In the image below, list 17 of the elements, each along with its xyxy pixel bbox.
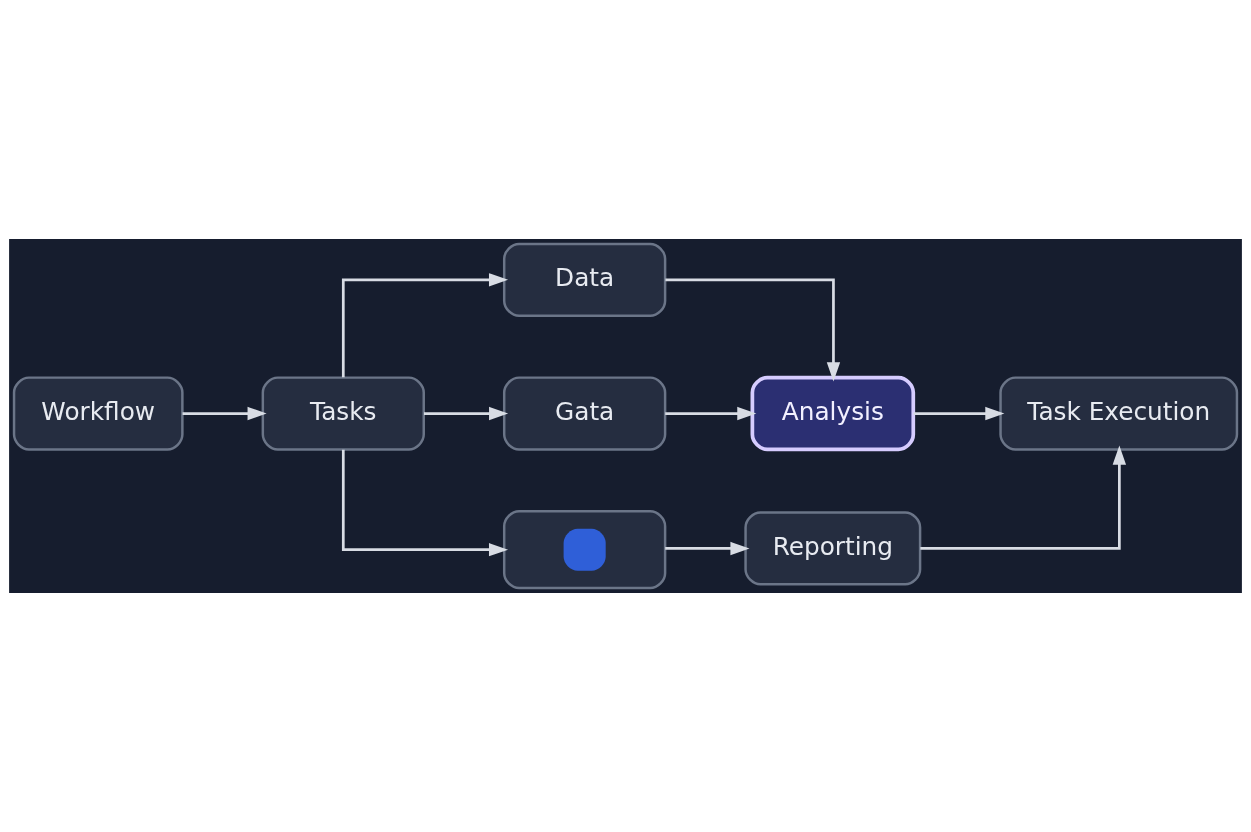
node-box: Analysis xyxy=(750,375,916,452)
arrow xyxy=(665,406,757,421)
node-box xyxy=(502,510,667,590)
node-box: Gata xyxy=(502,376,667,451)
node-box: Tasks xyxy=(261,376,425,451)
arrow xyxy=(341,449,509,557)
arrow xyxy=(182,406,267,421)
node-box: Task Execution xyxy=(999,376,1239,451)
arrow xyxy=(341,273,509,378)
node-box: Data xyxy=(502,242,667,317)
arrow xyxy=(920,445,1127,550)
node-box: Workflow xyxy=(12,376,184,451)
arrow xyxy=(913,406,1005,421)
node-box: Reporting xyxy=(744,511,922,586)
arrow xyxy=(665,278,841,382)
arrow xyxy=(424,406,509,421)
arrow xyxy=(665,541,750,556)
